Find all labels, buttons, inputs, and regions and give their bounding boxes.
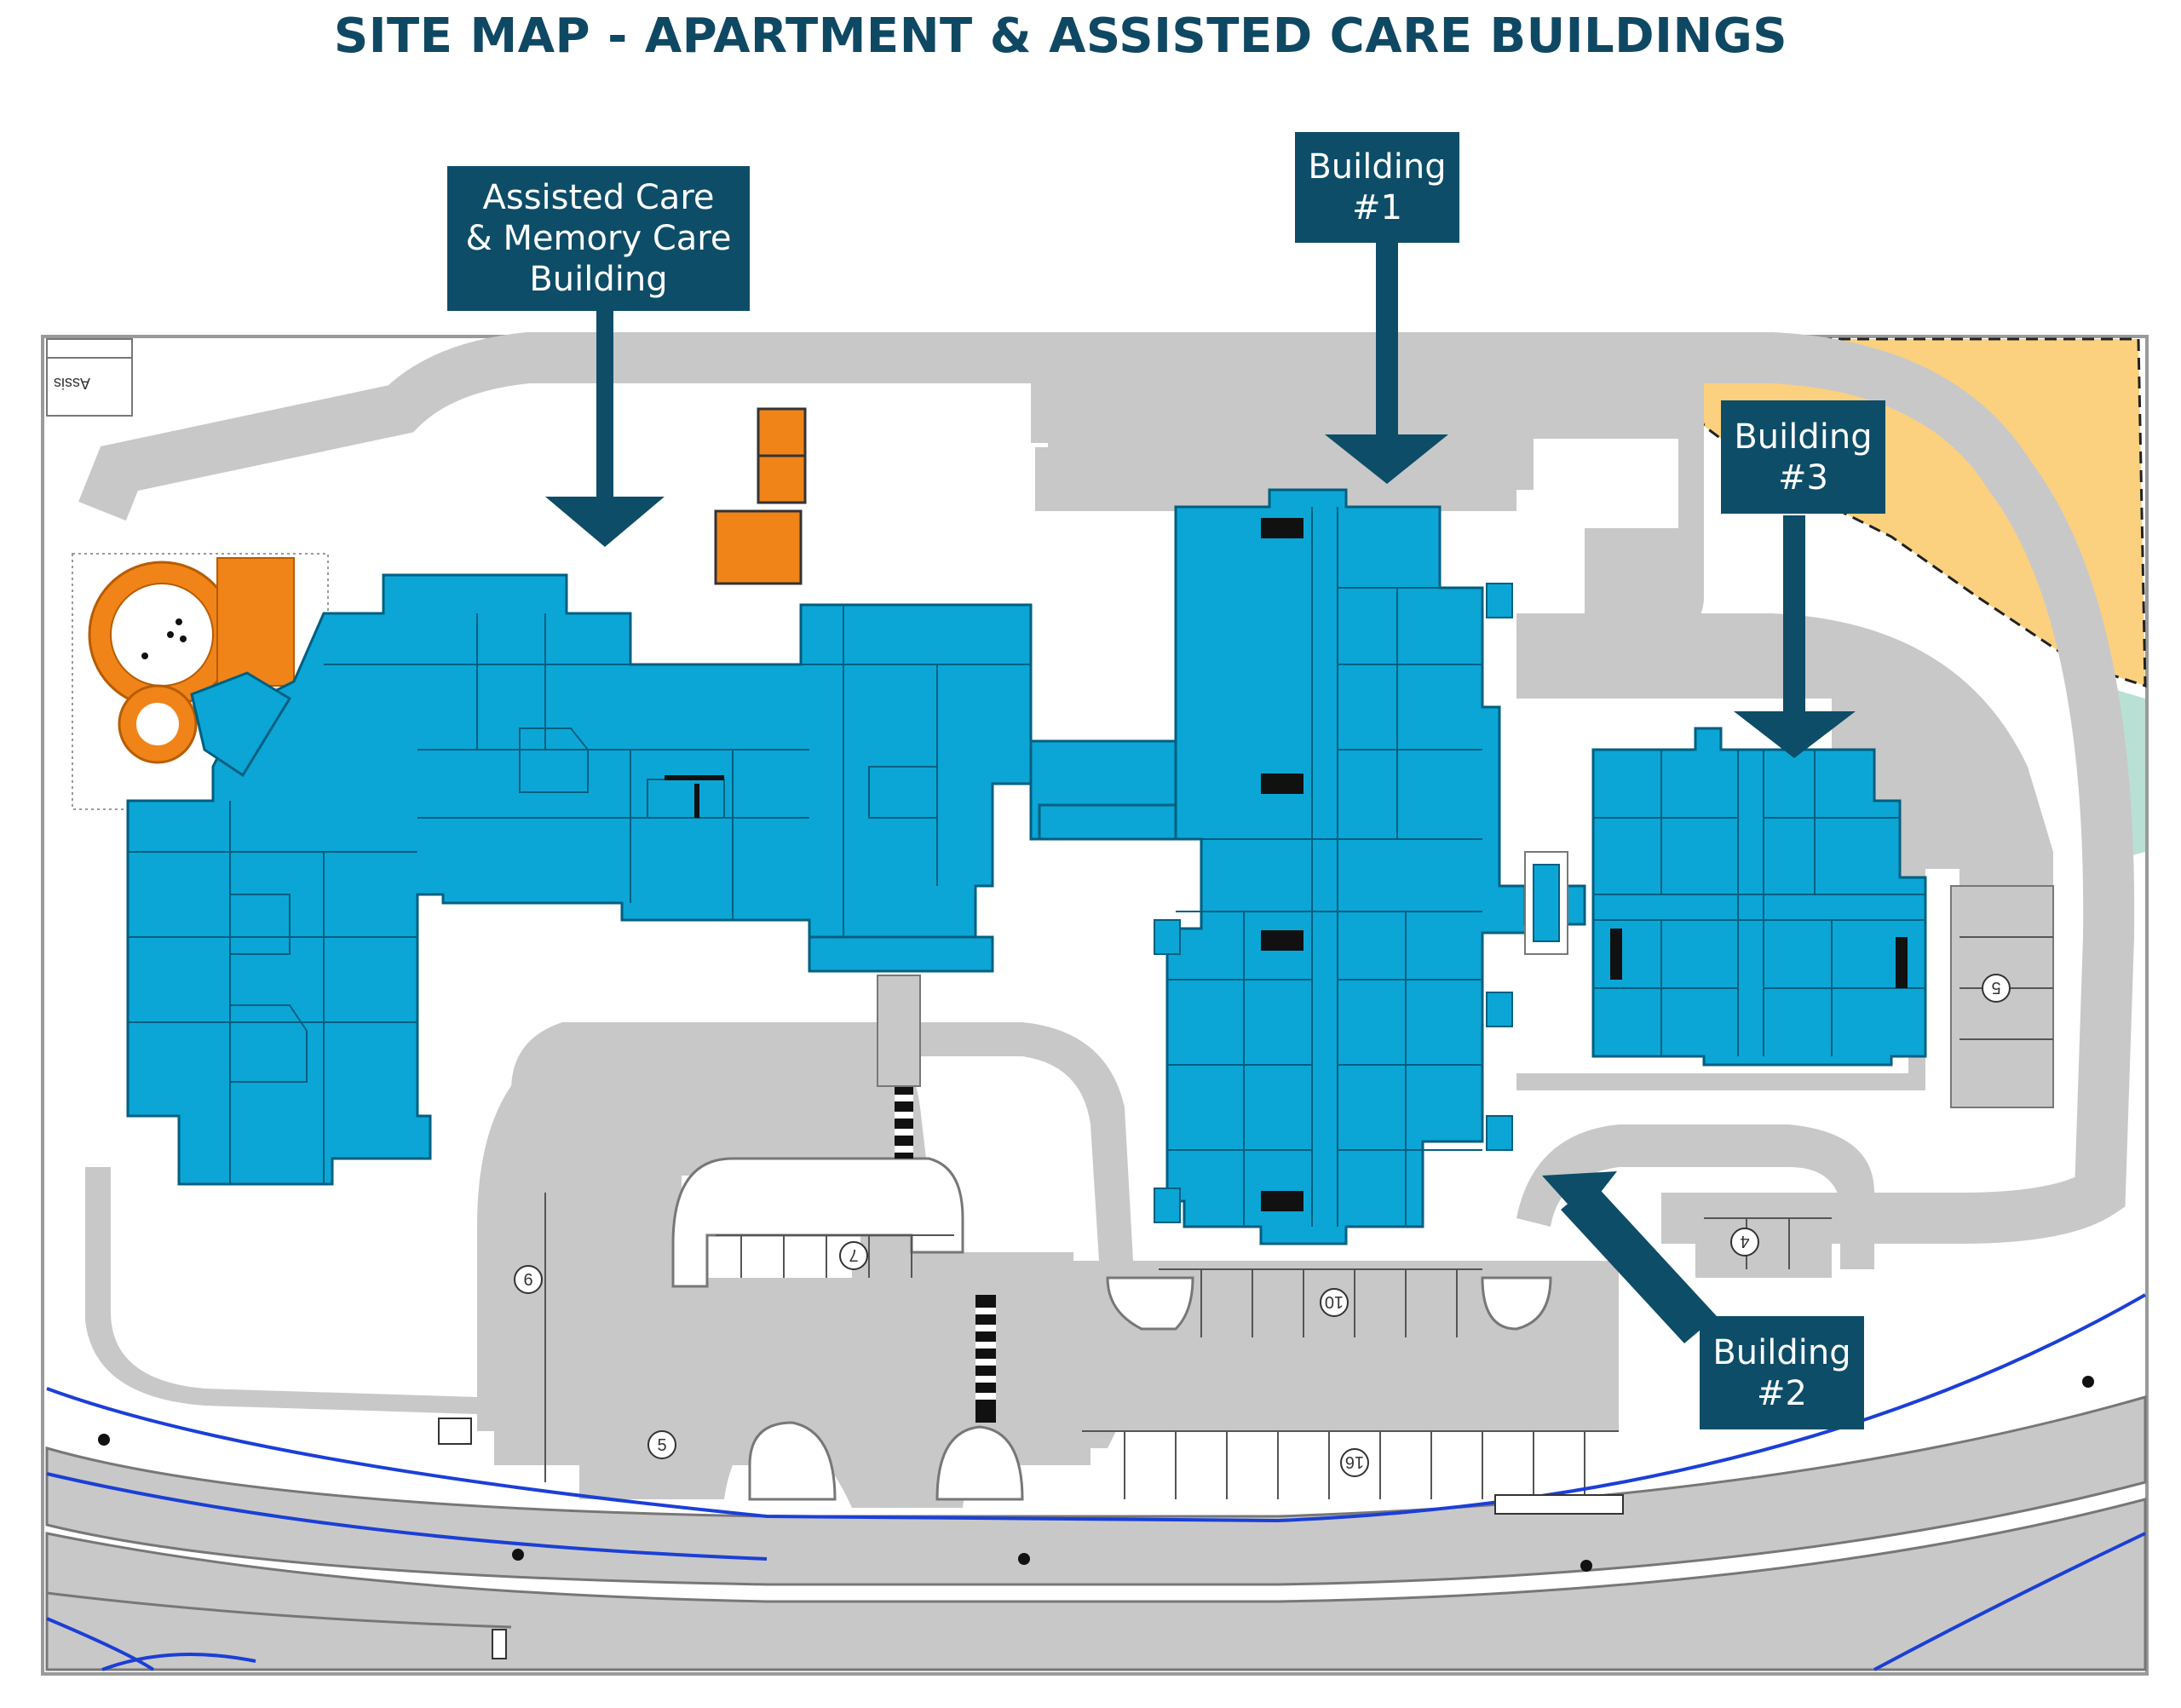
callout-building-2: Building #2 xyxy=(1700,1316,1864,1429)
assisted-care-building xyxy=(126,573,1033,1186)
parking-label-g: 5 xyxy=(1991,978,2000,997)
callout-building-1: Building #1 xyxy=(1295,132,1459,243)
parking-stalls xyxy=(544,936,2053,1499)
callout-assisted-line3: Building xyxy=(529,260,668,299)
utility-lines xyxy=(46,1293,2146,1671)
callout-building2-line1: Building xyxy=(1712,1332,1851,1372)
page-title: SITE MAP - APARTMENT & ASSISTED CARE BUI… xyxy=(333,9,1788,64)
parking-label-a: 6 xyxy=(523,1271,532,1290)
corner-label: Assis xyxy=(54,375,90,392)
callout-building-3: Building #3 xyxy=(1721,400,1885,514)
parking-label-b: 7 xyxy=(849,1245,858,1264)
parking-label-d: 10 xyxy=(1325,1292,1344,1311)
parking-label-e: 16 xyxy=(1345,1452,1364,1471)
dumpster-enclosure xyxy=(438,1418,472,1445)
callout-building2-line2: #2 xyxy=(1757,1373,1807,1413)
amenity-patio xyxy=(88,407,807,764)
hydrant xyxy=(492,1629,507,1659)
callout-building1-line2: #1 xyxy=(1352,188,1402,227)
bike-rack xyxy=(1494,1494,1624,1515)
callout-assisted-care: Assisted Care & Memory Care Building xyxy=(447,166,750,311)
callout-arrows xyxy=(545,240,1856,1343)
building-3 xyxy=(1591,727,1927,1067)
parking-label-f: 4 xyxy=(1740,1232,1749,1251)
main-street xyxy=(45,1395,2147,1586)
parking-label-c: 5 xyxy=(657,1436,666,1455)
callout-building3-line1: Building xyxy=(1734,417,1873,457)
callout-assisted-line2: & Memory Care xyxy=(465,219,732,258)
callout-building1-line1: Building xyxy=(1308,147,1447,187)
parking-labels: 6 7 5 10 16 4 5 xyxy=(514,974,2011,1477)
callout-building3-line2: #3 xyxy=(1778,457,1828,497)
callout-assisted-line1: Assisted Care xyxy=(482,178,715,217)
building-1-and-2 xyxy=(1154,488,1535,1245)
